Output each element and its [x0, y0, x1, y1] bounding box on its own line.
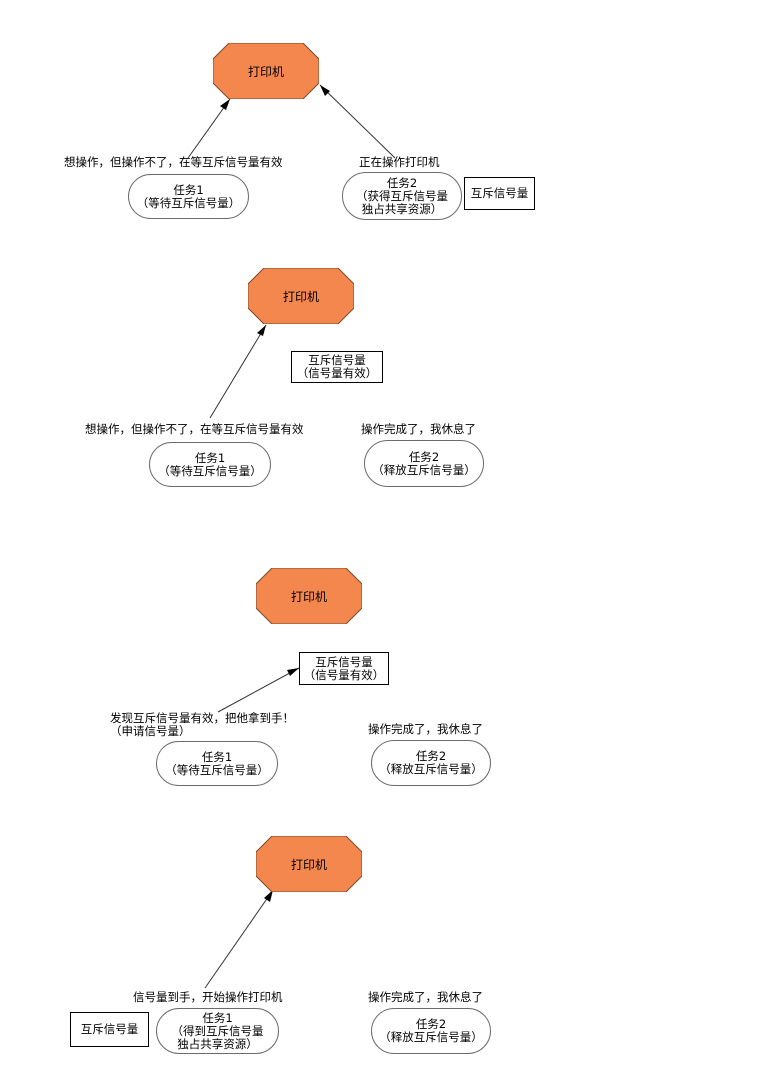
semaphore-label: 互斥信号量: [470, 186, 529, 200]
arrow-task1-to-printer: [187, 98, 231, 159]
task2-title: 任务2: [415, 1017, 447, 1031]
semaphore-label: 互斥信号量: [308, 353, 366, 367]
arrow-task1-to-printer: [204, 889, 274, 989]
task1-node: 任务1 （等待互斥信号量）: [156, 741, 278, 786]
task1-caption: 想操作，但操作不了，在等互斥信号量有效: [85, 422, 304, 436]
task1-node: 任务1 （等待互斥信号量）: [128, 174, 249, 219]
task2-node: 任务2 （获得互斥信号量 独占共享资源）: [342, 172, 462, 220]
task1-desc: （等待互斥信号量）: [165, 762, 269, 777]
panel-3-arrows: [217, 667, 300, 713]
printer-node: 打印机: [248, 268, 354, 324]
task1-caption-sub: （申请信号量）: [110, 724, 191, 738]
task2-desc: （释放互斥信号量）: [372, 462, 476, 477]
task2-node: 任务2 （释放互斥信号量）: [364, 440, 484, 487]
mutex-semaphore-box: 互斥信号量 （信号量有效）: [291, 351, 383, 383]
task2-caption: 操作完成了，我休息了: [368, 722, 483, 736]
arrow-head: [220, 99, 230, 110]
task1-desc: （得到互斥信号量: [171, 1023, 264, 1038]
panel-2-arrows: [209, 324, 267, 419]
task1-title: 任务1: [194, 450, 226, 465]
semaphore-status: （信号量有效）: [303, 667, 385, 682]
arrow-head: [257, 325, 266, 336]
task2-caption: 操作完成了，我休息了: [368, 990, 483, 1004]
task1-title: 任务1: [202, 1010, 233, 1025]
printer-node: 打印机: [256, 836, 362, 892]
panel-1-arrows: [187, 84, 396, 159]
task1-caption: 信号量到手，开始操作打印机: [133, 990, 283, 1004]
task1-desc: （等待互斥信号量）: [136, 195, 241, 210]
printer-label: 打印机: [282, 289, 319, 304]
mutex-semaphore-box: 互斥信号量 （信号量有效）: [299, 652, 389, 685]
arrow-head: [287, 668, 299, 676]
task1-title: 任务1: [201, 749, 233, 764]
printer-label: 打印机: [247, 64, 284, 79]
arrow-task1-to-printer: [209, 324, 267, 419]
task1-caption: 发现互斥信号量有效，把他拿到手！: [110, 711, 294, 725]
task2-title: 任务2: [386, 175, 418, 190]
task1-node: 任务1 （等待互斥信号量）: [149, 442, 271, 487]
task1-node: 任务1 （得到互斥信号量 独占共享资源）: [156, 1008, 279, 1054]
mutex-semaphore-box: 互斥信号量: [70, 1012, 149, 1047]
panel-3: 打印机 互斥信号量 （信号量有效） 发现互斥信号量有效，把他拿到手！ （申请信号…: [110, 568, 491, 786]
task1-desc2: 独占共享资源）: [177, 1036, 258, 1051]
task2-title: 任务2: [415, 749, 447, 763]
arrow-task1-to-semaphore: [217, 667, 300, 713]
task2-caption: 操作完成了，我休息了: [361, 422, 476, 436]
semaphore-label: 互斥信号量: [315, 654, 373, 669]
semaphore-label: 互斥信号量: [80, 1022, 139, 1036]
printer-node: 打印机: [256, 568, 362, 624]
arrow-head: [264, 890, 273, 902]
printer-label: 打印机: [290, 857, 327, 872]
task2-node: 任务2 （释放互斥信号量）: [371, 1008, 491, 1054]
task2-desc: （释放互斥信号量）: [379, 1030, 483, 1044]
arrow-task2-to-printer: [319, 84, 396, 159]
task2-node: 任务2 （释放互斥信号量）: [371, 740, 491, 786]
semaphore-status: （信号量有效）: [296, 366, 378, 380]
panel-1: 打印机 想操作，但操作不了，在等互斥信号量有效 正在操作打印机 任务1 （等待互…: [0, 0, 768, 240]
task1-title: 任务1: [173, 182, 204, 197]
printer-node: 打印机: [213, 43, 319, 99]
panel-2: 打印机 互斥信号量 （信号量有效） 想操作，但操作不了，在等互斥信号量有效 操作…: [0, 0, 768, 500]
task2-desc: （获得互斥信号量: [356, 188, 448, 203]
task1-desc: （等待互斥信号量）: [158, 463, 262, 478]
mutex-semaphore-box: 互斥信号量: [464, 177, 535, 210]
task1-caption: 想操作，但操作不了，在等互斥信号量有效: [64, 155, 283, 169]
printer-label: 打印机: [290, 589, 327, 604]
task2-title: 任务2: [408, 449, 440, 464]
task2-desc: （释放互斥信号量）: [379, 762, 483, 776]
task2-desc2: 独占共享资源）: [361, 201, 443, 216]
arrow-head: [320, 85, 330, 96]
task2-caption: 正在操作打印机: [359, 155, 440, 169]
